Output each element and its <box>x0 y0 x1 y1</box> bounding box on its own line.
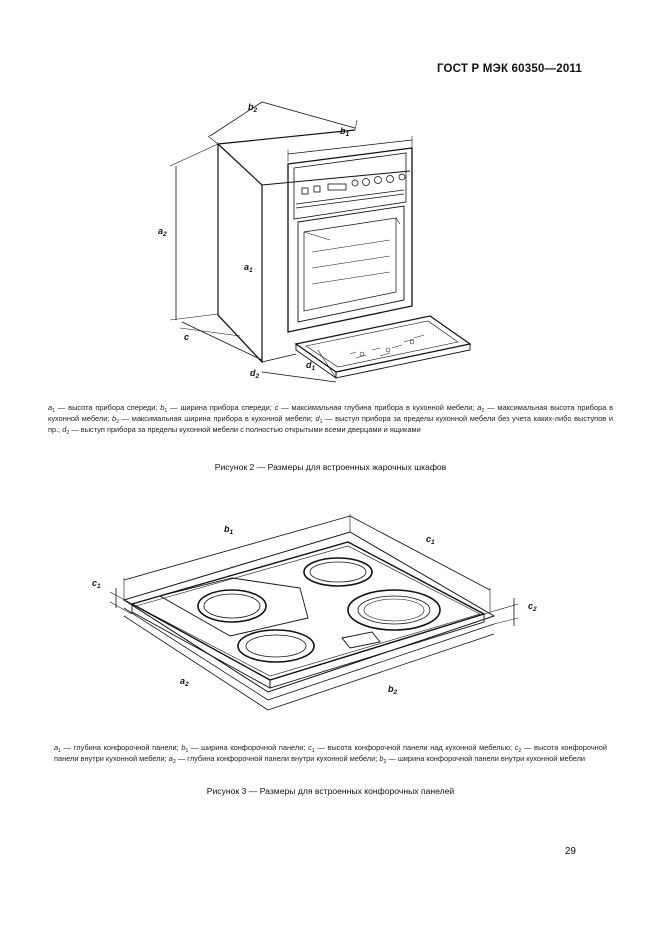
legend-item-c: c — максимальная глубина прибора в кухон… <box>274 403 478 412</box>
page-number: 29 <box>564 846 576 857</box>
label-d2: d2 <box>250 368 260 380</box>
label-a1: a1 <box>244 262 253 274</box>
label-b2: b2 <box>388 684 398 696</box>
legend-item-a2: a2 — максимальная высота прибора в кухон… <box>48 403 614 424</box>
legend-item-c2: c2 — высота конфорочной панели внутри ку… <box>54 743 607 764</box>
legend-item-b2: b2 — максимальная ширина прибора в кухон… <box>112 414 316 426</box>
legend-item-b1: b1 — ширина конфорочной панели; <box>181 743 309 754</box>
legend-item-b1: b1 — ширина прибора спереди; <box>160 403 275 414</box>
label-c: c <box>184 332 189 342</box>
label-c1-left: c1 <box>92 578 101 590</box>
figure-3-hob-drawing: b1 c1 c1 c2 a2 b2 <box>0 508 661 718</box>
legend-item-d1: d1 — выступ прибора за пределы кухонной … <box>48 414 613 435</box>
label-c2: c2 <box>528 601 537 613</box>
figure-2-legend: a1 — высота прибора спереди; b1 — ширина… <box>48 402 613 436</box>
legend-item-a2: a2 — глубина конфорочной панели внутри к… <box>168 754 380 766</box>
legend-item-d2: d2 — выступ прибора за пределы кухонной … <box>62 425 421 437</box>
label-b1: b1 <box>340 126 350 138</box>
figure-3-legend: a1 — глубина конфорочной панели; b1 — ши… <box>54 742 607 766</box>
figure-3-caption: Рисунок 3 — Размеры для встроенных конфо… <box>206 786 455 796</box>
legend-item-c1: c1 — высота конфорочной панели над кухон… <box>308 743 515 754</box>
figure-2-oven-drawing: b2 b1 a2 a1 c d1 d2 <box>0 92 661 392</box>
label-a2: a2 <box>180 676 189 688</box>
standard-header: ГОСТ Р МЭК 60350—2011 <box>436 63 582 75</box>
figure-2-caption: Рисунок 2 — Размеры для встроенных жароч… <box>214 462 447 472</box>
legend-item-a1: a1 — глубина конфорочной панели; <box>54 743 182 754</box>
label-d1: d1 <box>306 360 316 372</box>
label-b1: b1 <box>224 524 234 536</box>
label-c1-top: c1 <box>426 534 435 546</box>
legend-item-a1: a1 — высота прибора спереди; <box>48 403 161 414</box>
legend-item-b2: b2 — ширина конфорочной панели внутри ку… <box>379 754 586 766</box>
label-a2: a2 <box>158 226 167 238</box>
label-b2: b2 <box>248 102 258 114</box>
